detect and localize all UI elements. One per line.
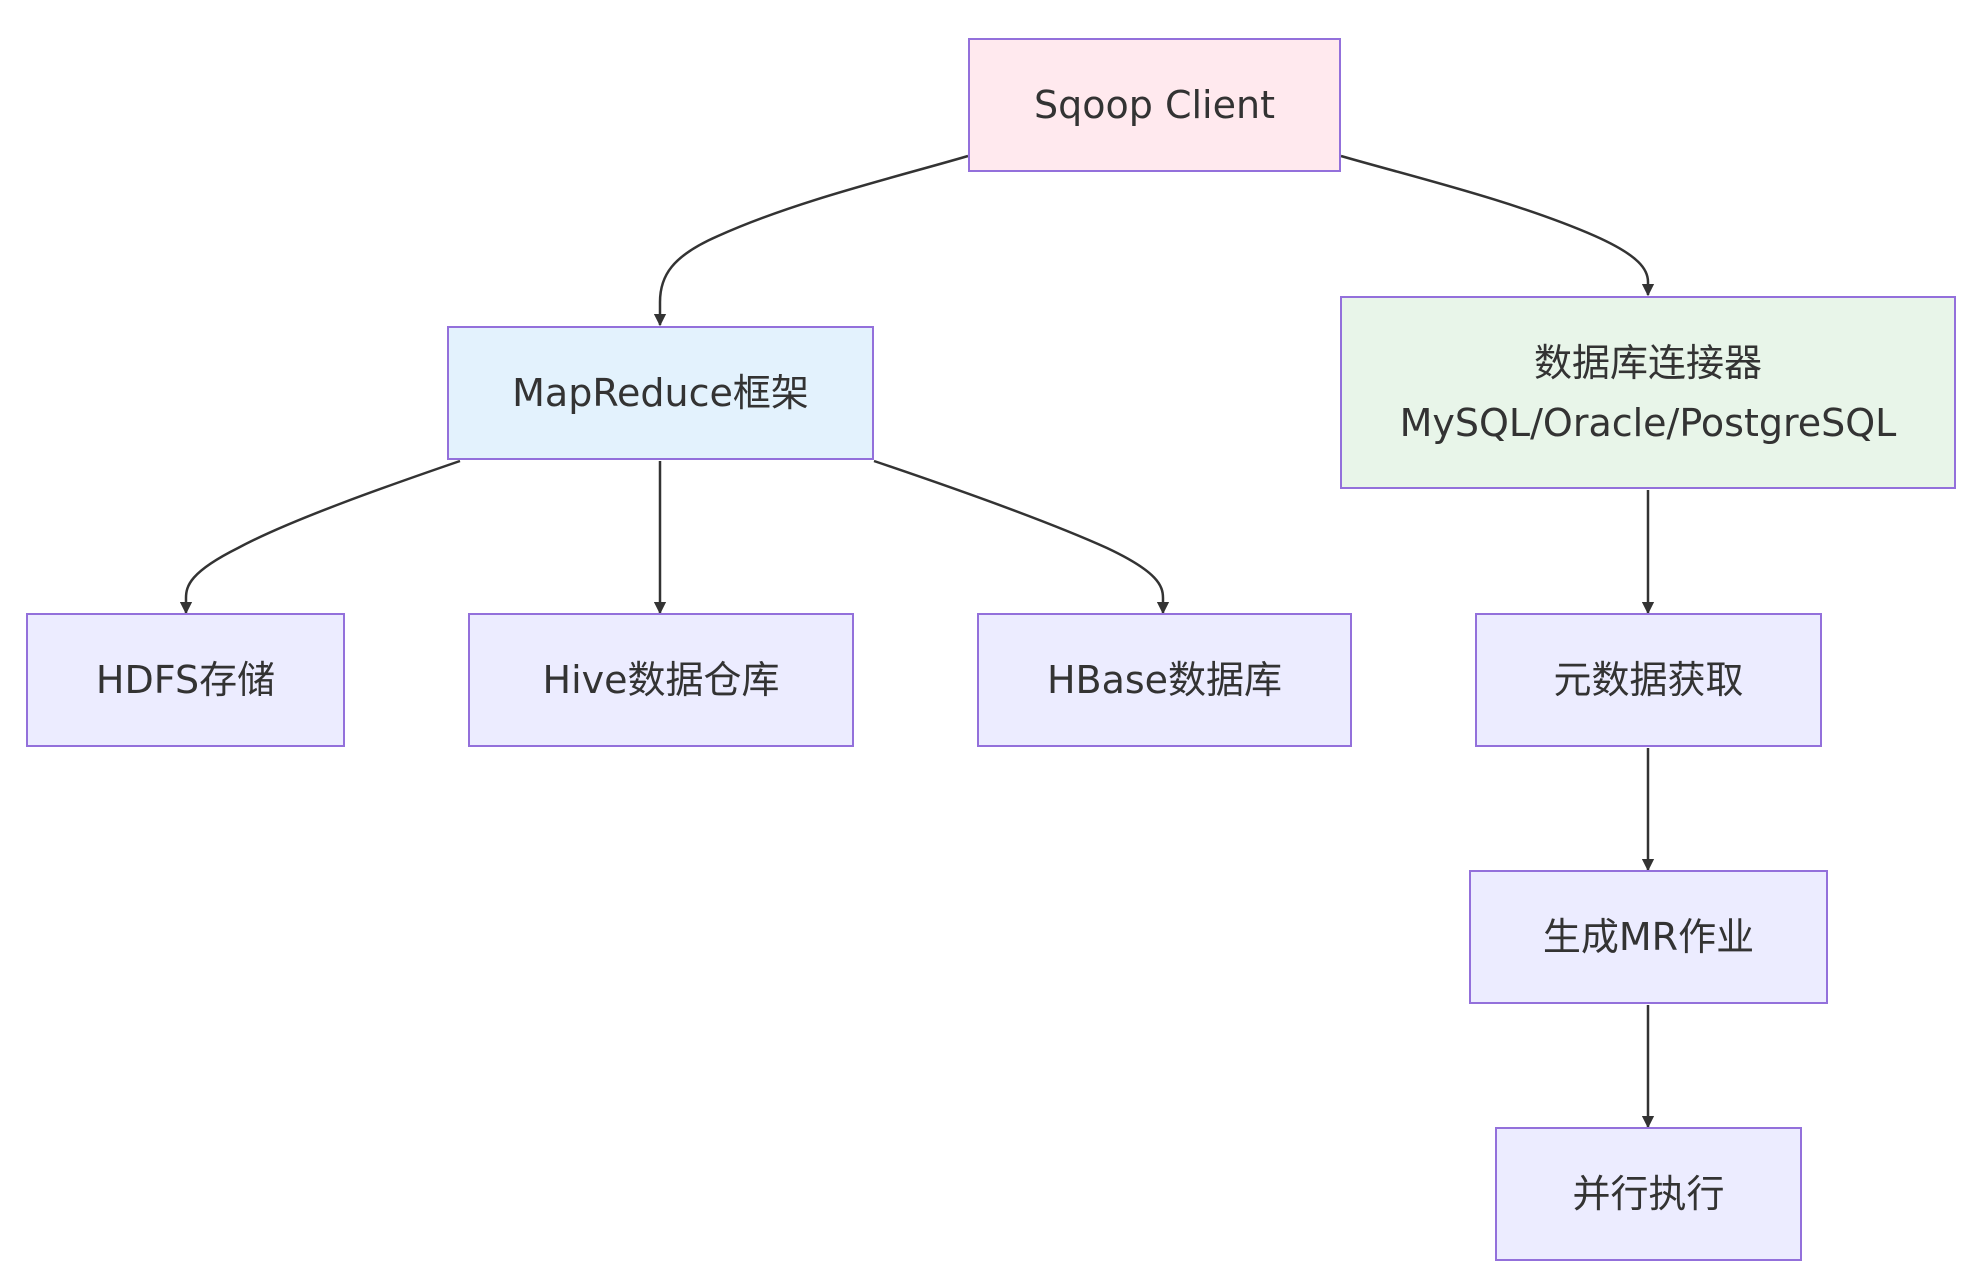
node-gen-mr-label: 生成MR作业 [1542,915,1755,959]
node-parallel-label: 并行执行 [1572,1172,1725,1216]
edge-client-to-mapreduce [653,154,969,327]
node-parallel: 并行执行 [1495,1127,1802,1261]
node-hbase: HBase数据库 [977,613,1352,747]
node-hdfs-label: HDFS存储 [95,658,276,702]
node-gen-mr: 生成MR作业 [1469,870,1828,1004]
node-db-connector: 数据库连接器 MySQL/Oracle/PostgreSQL [1340,296,1956,489]
edge-mapreduce-to-hbase [873,459,1170,615]
node-metadata: 元数据获取 [1475,613,1822,747]
node-hdfs: HDFS存储 [26,613,345,747]
node-hive: Hive数据仓库 [468,613,854,747]
node-hbase-label: HBase数据库 [1046,658,1283,702]
node-hive-label: Hive数据仓库 [542,658,780,702]
node-sqoop-client: Sqoop Client [968,38,1341,172]
node-sqoop-client-label: Sqoop Client [1034,83,1275,127]
edge-mapreduce-to-hdfs [179,459,461,615]
node-db-connector-subtitle: MySQL/Oracle/PostgreSQL [1399,400,1897,445]
node-mapreduce: MapReduce框架 [447,326,874,460]
edge-client-to-connector [1340,154,1655,297]
node-mapreduce-label: MapReduce框架 [512,371,809,415]
node-metadata-label: 元数据获取 [1553,658,1744,702]
node-db-connector-title: 数据库连接器 [1533,340,1762,385]
